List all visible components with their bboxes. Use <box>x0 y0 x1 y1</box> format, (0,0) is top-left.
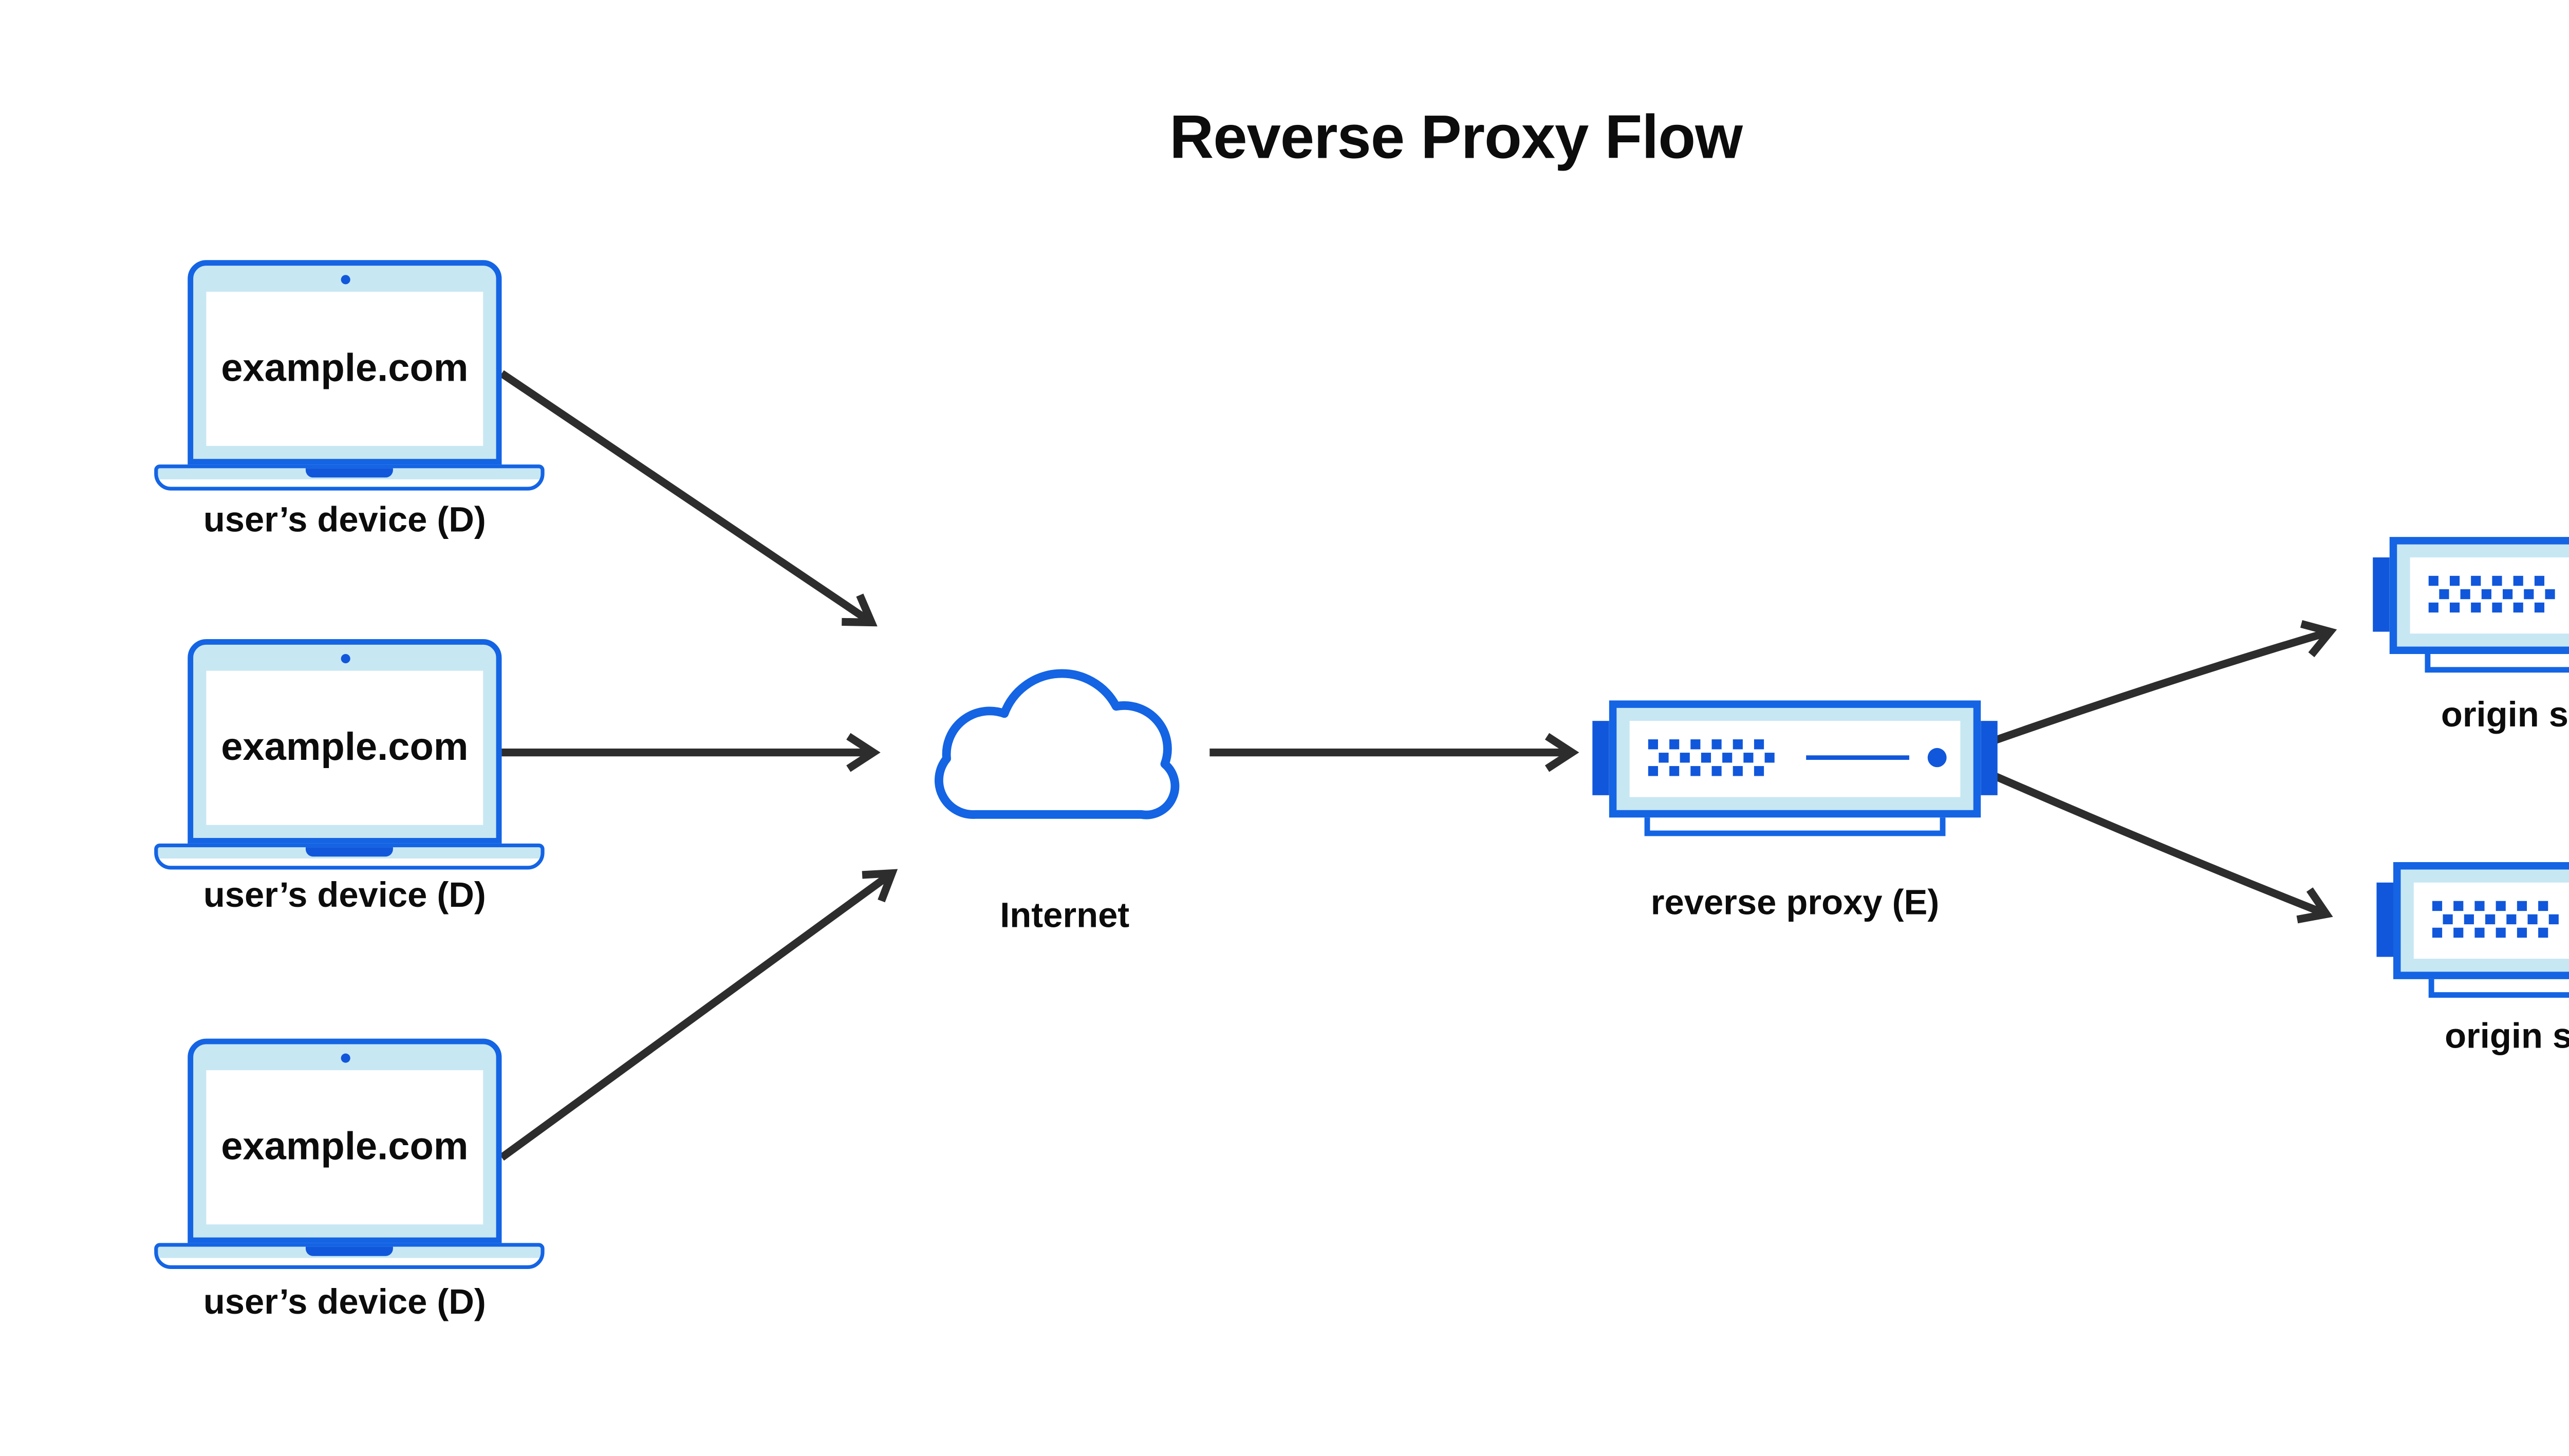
server-body <box>1609 700 1981 817</box>
laptop-lid: example.com <box>188 639 502 844</box>
arrow-device2-to-internet <box>501 733 881 772</box>
laptop-camera-dot <box>340 654 349 664</box>
origin-server-2 <box>2373 862 2569 1007</box>
server-side-tab-left <box>2373 557 2390 632</box>
arrow-device3-to-internet <box>499 869 898 1161</box>
arrow-device1-to-internet <box>499 370 878 627</box>
device-url-text: example.com <box>221 346 469 389</box>
server-vents-and-led <box>2432 901 2559 938</box>
arrow-proxy-to-origin2 <box>1990 771 2333 924</box>
user-device-2: example.com <box>154 639 545 873</box>
user-device-3: example.com <box>154 1038 545 1273</box>
origin-server-1-label: origin server (F) <box>2441 697 2569 736</box>
laptop-notch <box>305 846 393 856</box>
server-vents-and-led <box>2428 575 2555 613</box>
laptop-lid: example.com <box>188 260 502 465</box>
device-url-text: example.com <box>221 725 469 769</box>
vent-squares <box>2428 575 2555 613</box>
laptop-base <box>154 1243 545 1270</box>
reverse-proxy-label: reverse proxy (E) <box>1650 883 1940 923</box>
laptop-base <box>154 464 545 491</box>
server-body <box>2393 862 2569 979</box>
server-vents-and-led <box>1648 739 1947 776</box>
laptop-camera-dot <box>340 1053 349 1063</box>
device-3-label: user’s device (D) <box>203 1283 486 1322</box>
device-2-label: user’s device (D) <box>203 876 486 916</box>
device-1-label: user’s device (D) <box>203 500 486 540</box>
laptop-notch <box>305 1245 393 1255</box>
laptop-screen: example.com <box>206 1070 483 1225</box>
server-front-panel <box>2410 557 2569 633</box>
page-title: Reverse Proxy Flow <box>1169 102 1743 171</box>
server-front-panel <box>1629 721 1961 796</box>
laptop-screen: example.com <box>206 291 483 446</box>
origin-server-2-label: origin server (F) <box>2445 1017 2569 1056</box>
vent-squares <box>2432 901 2559 938</box>
internet-cloud-icon <box>935 669 1180 819</box>
server-body <box>2389 537 2569 654</box>
vent-squares <box>1648 739 1775 776</box>
arrow-internet-to-proxy <box>1209 733 1579 772</box>
device-url-text: example.com <box>221 1125 469 1168</box>
server-side-tab-left <box>2376 882 2394 957</box>
laptop-lid: example.com <box>188 1038 502 1243</box>
reverse-proxy-server <box>1589 700 2001 845</box>
server-side-tab-left <box>1592 721 1609 795</box>
laptop-camera-dot <box>340 275 349 285</box>
laptop-base <box>154 843 545 870</box>
server-front-panel <box>2413 882 2569 958</box>
laptop-screen: example.com <box>206 670 483 825</box>
internet-label: Internet <box>1000 897 1130 937</box>
arrow-proxy-to-origin1 <box>1990 620 2337 745</box>
laptop-notch <box>305 467 393 477</box>
server-side-tab-right <box>1981 721 1998 795</box>
origin-server-1 <box>2369 537 2569 682</box>
power-led <box>1927 748 1947 768</box>
user-device-1: example.com <box>154 260 545 494</box>
